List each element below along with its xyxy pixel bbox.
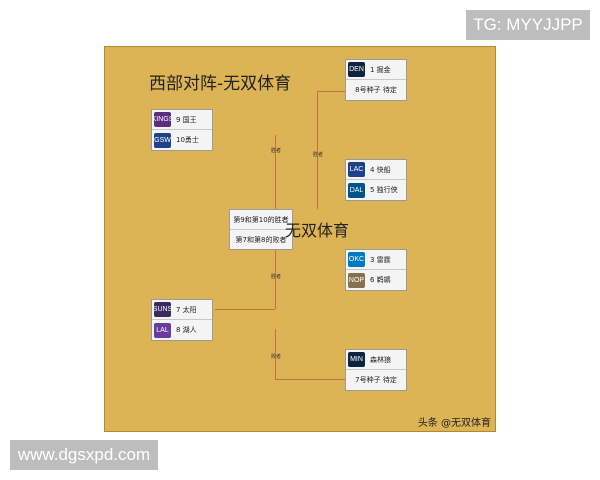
connector-playin-b-up bbox=[275, 249, 276, 309]
center-watermark: 无双体育 bbox=[285, 221, 350, 240]
site-watermark: www.dgsxpd.com bbox=[10, 440, 158, 470]
edge-label-loser: 败者 bbox=[271, 354, 282, 360]
team-label: 10勇士 bbox=[176, 136, 199, 144]
team-row: GSW 10勇士 bbox=[152, 130, 212, 150]
team-row: KINGS 9 国王 bbox=[152, 110, 212, 130]
playin-group-b: SUNS 7 太阳 LAL 8 湖人 bbox=[151, 299, 213, 341]
pelicans-logo-icon: NOP bbox=[348, 272, 365, 288]
edge-label-winner-a: 胜者 bbox=[271, 148, 282, 154]
connector-denver-horizontal bbox=[317, 91, 345, 92]
edge-label-winner-b: 胜者 bbox=[271, 274, 282, 280]
team-row: LAL 8 湖人 bbox=[152, 320, 212, 340]
matchup-nuggets: DEN 1 掘金 8号种子 待定 bbox=[345, 59, 407, 101]
team-label: 1 掘金 bbox=[370, 65, 391, 74]
team-label: 8 湖人 bbox=[176, 326, 197, 334]
connector-loser-down bbox=[275, 329, 276, 379]
team-label: 7 太阳 bbox=[176, 305, 197, 314]
team-label: 5 独行侠 bbox=[370, 186, 398, 194]
connector-playin-a-down bbox=[275, 135, 276, 209]
team-label: 森林狼 bbox=[370, 355, 391, 364]
connector-loser-to-wolves bbox=[275, 379, 345, 380]
playin-loser-label: 第7和第8的败者 bbox=[235, 235, 287, 244]
team-row: DAL 5 独行侠 bbox=[346, 180, 406, 200]
nuggets-logo-icon: DEN bbox=[348, 62, 365, 77]
matchup-timberwolves: MIN 森林狼 7号种子 待定 bbox=[345, 349, 407, 391]
timberwolves-logo-icon: MIN bbox=[348, 352, 365, 367]
team-row: DEN 1 掘金 bbox=[346, 60, 406, 80]
kings-logo-icon: KINGS bbox=[154, 112, 171, 127]
team-label: 3 雷霆 bbox=[370, 255, 391, 264]
team-label: 4 快船 bbox=[370, 165, 391, 174]
team-label: 6 鹈鹕 bbox=[370, 276, 391, 284]
matchup-clippers-mavericks: LAC 4 快船 DAL 5 独行侠 bbox=[345, 159, 407, 201]
team-row: 8号种子 待定 bbox=[346, 80, 406, 100]
suns-logo-icon: SUNS bbox=[154, 302, 171, 317]
team-row: NOP 6 鹈鹕 bbox=[346, 270, 406, 290]
matchup-thunder-pelicans: OKC 3 雷霆 NOP 6 鹈鹕 bbox=[345, 249, 407, 291]
team-label: 9 国王 bbox=[176, 115, 197, 124]
bracket-board: 西部对阵-无双体育 胜者 胜者 胜者 败者 KINGS 9 国王 GSW 10勇… bbox=[104, 46, 496, 432]
team-row: LAC 4 快船 bbox=[346, 160, 406, 180]
team-row: OKC 3 雷霆 bbox=[346, 250, 406, 270]
seed-pending-label: 8号种子 待定 bbox=[355, 86, 397, 94]
edge-label-winner-center: 胜者 bbox=[313, 152, 324, 158]
lakers-logo-icon: LAL bbox=[154, 322, 171, 338]
board-title: 西部对阵-无双体育 bbox=[149, 74, 292, 94]
credit-watermark: 头条 @无双体育 bbox=[417, 418, 491, 429]
mavericks-logo-icon: DAL bbox=[348, 182, 365, 198]
playin-winner-label: 第9和第10的胜者 bbox=[230, 210, 292, 230]
team-row: SUNS 7 太阳 bbox=[152, 300, 212, 320]
connector-playin-b-horizontal bbox=[215, 309, 275, 310]
connector-center-to-denver bbox=[317, 91, 318, 209]
warriors-logo-icon: GSW bbox=[154, 132, 171, 148]
playin-group-a: KINGS 9 国王 GSW 10勇士 bbox=[151, 109, 213, 151]
thunder-logo-icon: OKC bbox=[348, 252, 365, 267]
clippers-logo-icon: LAC bbox=[348, 162, 365, 177]
team-row: 7号种子 待定 bbox=[346, 370, 406, 390]
seed-pending-label: 7号种子 待定 bbox=[355, 376, 397, 384]
tg-watermark: TG: MYYJJPP bbox=[466, 10, 590, 40]
playin-result-box: 第9和第10的胜者 第7和第8的败者 bbox=[229, 209, 293, 250]
team-row: MIN 森林狼 bbox=[346, 350, 406, 370]
